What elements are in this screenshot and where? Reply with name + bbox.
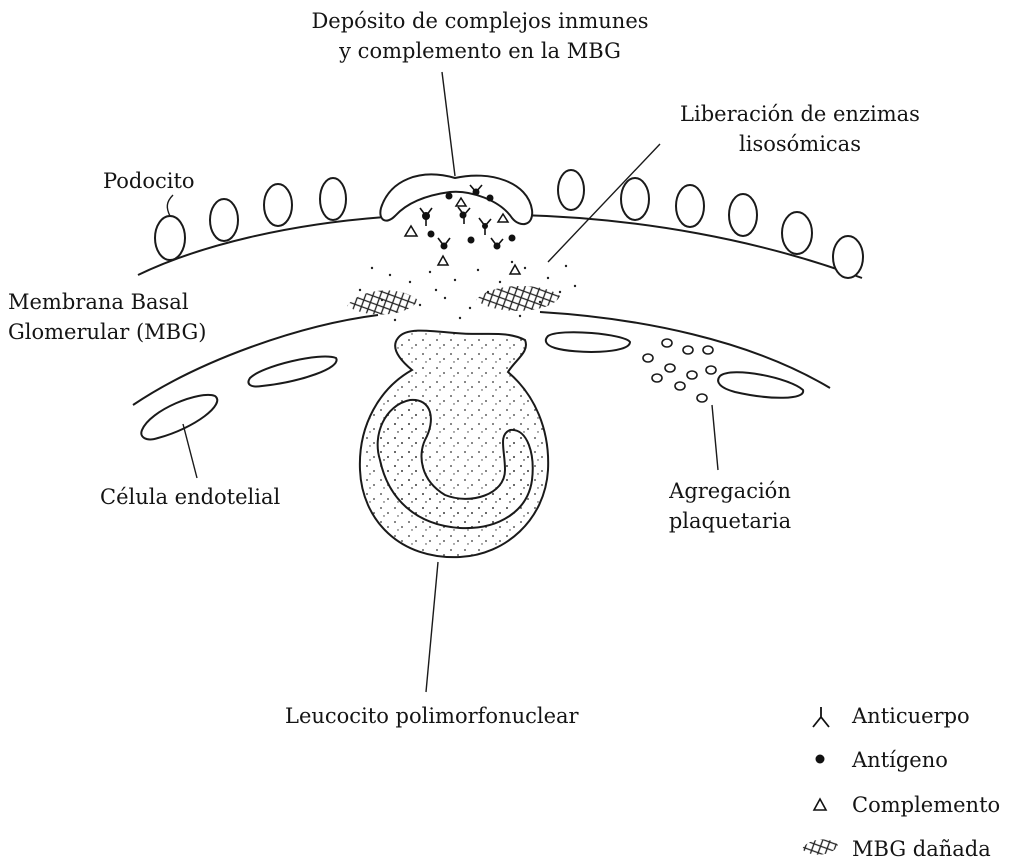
label-basement-membrane: Membrana Basal Glomerular (MBG) bbox=[8, 287, 206, 347]
label-podocyte: Podocito bbox=[103, 166, 195, 196]
antigen-icon bbox=[816, 755, 825, 764]
label-immune-deposit-line1: Depósito de complejos inmunes bbox=[250, 6, 710, 36]
complement-marks bbox=[405, 198, 520, 274]
label-platelet-aggregation-line1: Agregación bbox=[620, 476, 840, 506]
label-platelet-aggregation: Agregación plaquetaria bbox=[620, 476, 840, 536]
label-platelet-aggregation-line2: plaquetaria bbox=[620, 506, 840, 536]
label-leukocyte: Leucocito polimorfonuclear bbox=[285, 701, 579, 731]
label-basement-membrane-line2: Glomerular (MBG) bbox=[8, 317, 206, 347]
legend-label-antigen: Antígeno bbox=[852, 745, 948, 775]
antibody-icon bbox=[813, 707, 829, 727]
damaged-gbm-icon bbox=[802, 839, 838, 854]
deposit-cap bbox=[380, 175, 532, 225]
damaged-gbm bbox=[347, 286, 560, 315]
label-endothelial-cell: Célula endotelial bbox=[100, 482, 280, 512]
label-enzyme-release-line2: lisosómicas bbox=[610, 129, 990, 159]
legend-label-antibody: Anticuerpo bbox=[852, 701, 970, 731]
leukocyte bbox=[360, 331, 548, 558]
label-immune-deposit: Depósito de complejos inmunes y compleme… bbox=[250, 6, 710, 66]
complement-icon bbox=[814, 799, 826, 810]
label-enzyme-release-line1: Liberación de enzimas bbox=[610, 99, 990, 129]
label-basement-membrane-line1: Membrana Basal bbox=[8, 287, 206, 317]
label-enzyme-release: Liberación de enzimas lisosómicas bbox=[610, 99, 990, 159]
legend-label-damaged-gbm: MBG dañada bbox=[852, 834, 991, 864]
label-immune-deposit-line2: y complemento en la MBG bbox=[250, 36, 710, 66]
legend-label-complement: Complemento bbox=[852, 790, 1000, 820]
platelet-aggregation bbox=[643, 339, 716, 402]
